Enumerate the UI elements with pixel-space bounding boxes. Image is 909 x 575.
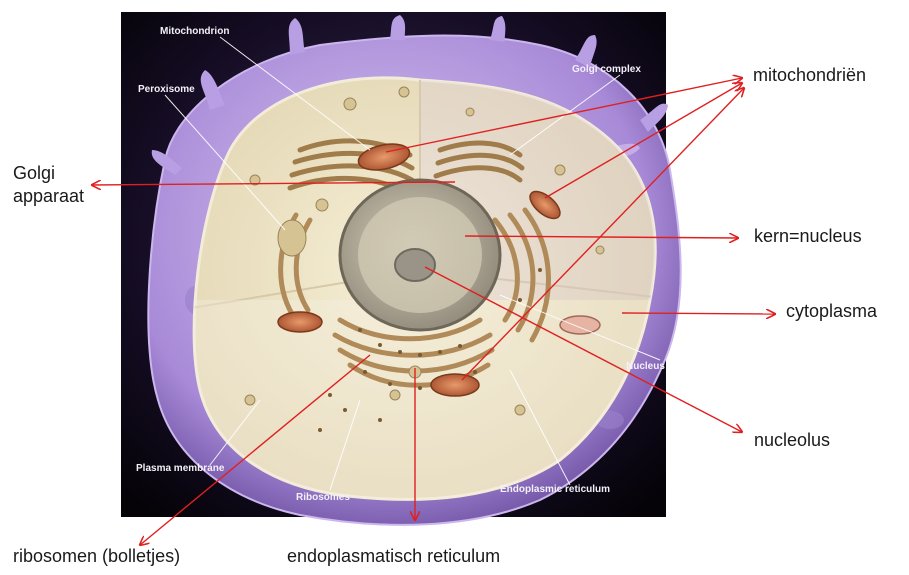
annotation-nucleus: kern=nucleus (754, 225, 862, 248)
annotation-golgi-line1: Golgi (13, 162, 84, 185)
annotation-golgi-line2: apparaat (13, 185, 84, 208)
annotation-ribosomes: ribosomen (bolletjes) (13, 545, 180, 568)
annotation-cytoplasm: cytoplasma (786, 300, 877, 323)
nucleolus-shape (395, 249, 435, 281)
label-mitochondrion: Mitochondrion (160, 26, 229, 37)
label-peroxisome: Peroxisome (138, 84, 195, 95)
label-plasma-membrane: Plasma membrane (136, 463, 225, 474)
label-endoplasmic-reticulum-inner: Endoplasmic reticulum (500, 484, 610, 495)
annotation-golgi: Golgi apparaat (13, 162, 84, 208)
arrow-cytoplasm (622, 313, 775, 314)
annotation-nucleolus: nucleolus (754, 429, 830, 452)
annotation-mitochondria: mitochondriën (753, 64, 866, 87)
annotation-er: endoplasmatisch reticulum (287, 545, 500, 568)
label-ribosomes-inner: Ribosomes (296, 492, 350, 503)
label-nucleus-inner: Nucleus (626, 361, 665, 372)
nucleus-shape (340, 180, 500, 330)
label-golgi-complex: Golgi complex (572, 64, 641, 75)
